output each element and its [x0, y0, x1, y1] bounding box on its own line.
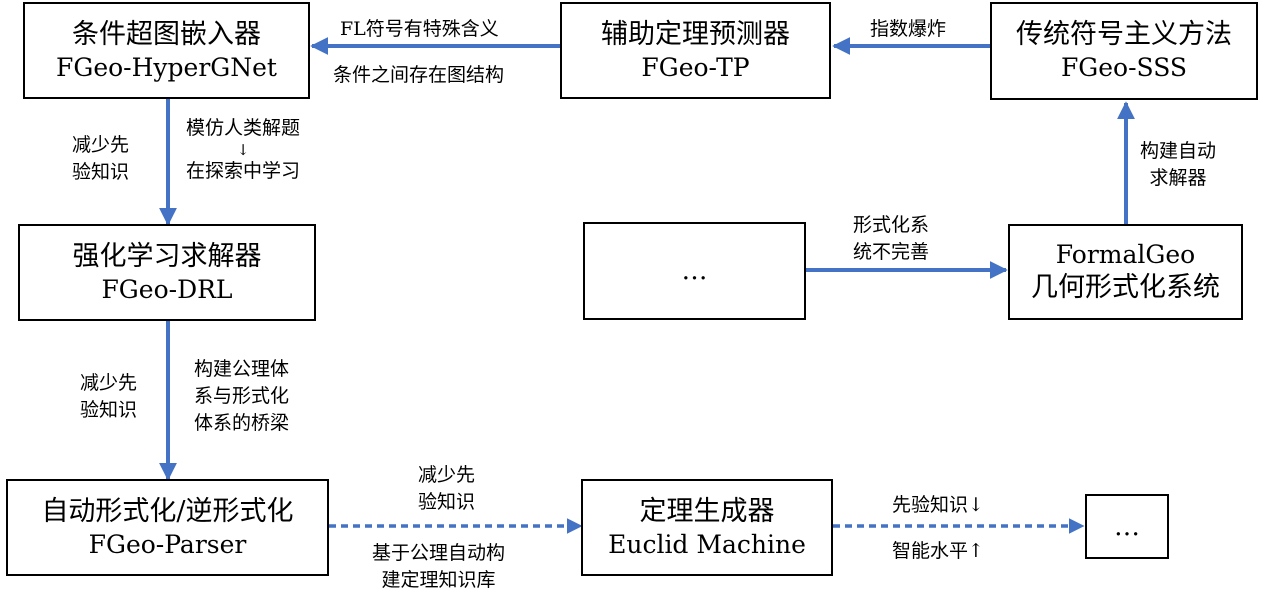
label-line: 构建公理体: [194, 358, 290, 380]
tp-title-en: FGeo-TP: [641, 52, 750, 82]
label-euclid-to-end-top: 先验知识↓: [892, 494, 984, 516]
parser-title-en: FGeo-Parser: [88, 529, 247, 559]
label-line: 系与形式化: [194, 385, 290, 407]
label-mid-to-formalgeo: 形式化系 统不完善: [853, 212, 929, 266]
label-line: 形式化系: [853, 214, 930, 236]
ellipsis-end-text: …: [1114, 511, 1140, 542]
drl-title-zh: 强化学习求解器: [72, 240, 262, 272]
ellipsis-mid-box: …: [583, 222, 806, 320]
ellipsis-mid-text: …: [681, 256, 708, 286]
tp-title-zh: 辅助定理预测器: [601, 18, 790, 50]
formalgeo-title-zh: 几何形式化系统: [1031, 272, 1220, 303]
label-line: 统不完善: [853, 241, 930, 263]
parser-title-zh: 自动形式化/逆形式化: [41, 495, 294, 527]
label-line: 减少先: [80, 372, 138, 394]
label-parser-to-euclid-bottom: 基于公理自动构 建定理知识库: [372, 540, 505, 594]
label-line: 验知识: [72, 161, 130, 183]
sss-title-en: FGeo-SSS: [1060, 53, 1188, 82]
label-hypergnet-to-drl-right: 模仿人类解题 ↓ 在探索中学习: [186, 115, 300, 185]
label-line: 验知识: [80, 399, 138, 421]
hypergnet-box: 条件超图嵌入器 FGeo-HyperGNet: [23, 2, 310, 99]
label-sss-to-tp: 指数爆炸: [870, 18, 947, 40]
euclid-title-zh: 定理生成器: [639, 495, 775, 527]
label-formalgeo-to-sss: 构建自动 求解器: [1140, 138, 1216, 192]
ellipsis-end-box: …: [1085, 494, 1169, 559]
down-arrow-icon: ↓: [236, 141, 250, 159]
label-line: 体系的桥梁: [194, 412, 290, 434]
label-line: 在探索中学习: [186, 160, 301, 182]
formalgeo-box: FormalGeo 几何形式化系统: [1008, 224, 1243, 320]
label-line: 基于公理自动构: [372, 542, 506, 564]
label-line: 构建自动: [1140, 140, 1217, 162]
sss-box: 传统符号主义方法 FGeo-SSS: [990, 2, 1258, 100]
label-parser-to-euclid-top: 减少先 验知识: [418, 462, 475, 516]
parser-box: 自动形式化/逆形式化 FGeo-Parser: [6, 479, 329, 576]
drl-title-en: FGeo-DRL: [101, 274, 233, 304]
label-line: 减少先: [418, 464, 476, 486]
sss-title-zh: 传统符号主义方法: [1016, 19, 1232, 50]
label-line: 建定理知识库: [381, 569, 496, 591]
label-line: 减少先: [72, 134, 130, 156]
euclid-box: 定理生成器 Euclid Machine: [581, 479, 833, 576]
hypergnet-title-zh: 条件超图嵌入器: [72, 18, 261, 50]
tp-box: 辅助定理预测器 FGeo-TP: [560, 2, 831, 99]
label-drl-to-parser-left: 减少先 验知识: [80, 370, 137, 424]
label-line: 求解器: [1149, 167, 1207, 189]
drl-box: 强化学习求解器 FGeo-DRL: [18, 224, 316, 321]
label-drl-to-parser-right: 构建公理体 系与形式化 体系的桥梁: [194, 356, 289, 437]
label-euclid-to-end-bottom: 智能水平↑: [892, 540, 984, 562]
formalgeo-title-en: FormalGeo: [1055, 240, 1196, 269]
euclid-title-en: Euclid Machine: [608, 529, 806, 559]
label-hypergnet-to-drl-left: 减少先 验知识: [72, 132, 129, 186]
label-line: 验知识: [418, 491, 476, 513]
label-tp-to-hypergnet-top: FL符号有特殊含义: [340, 18, 499, 40]
hypergnet-title-en: FGeo-HyperGNet: [56, 52, 277, 82]
label-line: 模仿人类解题: [186, 117, 301, 139]
label-tp-to-hypergnet-bottom: 条件之间存在图结构: [333, 64, 505, 86]
